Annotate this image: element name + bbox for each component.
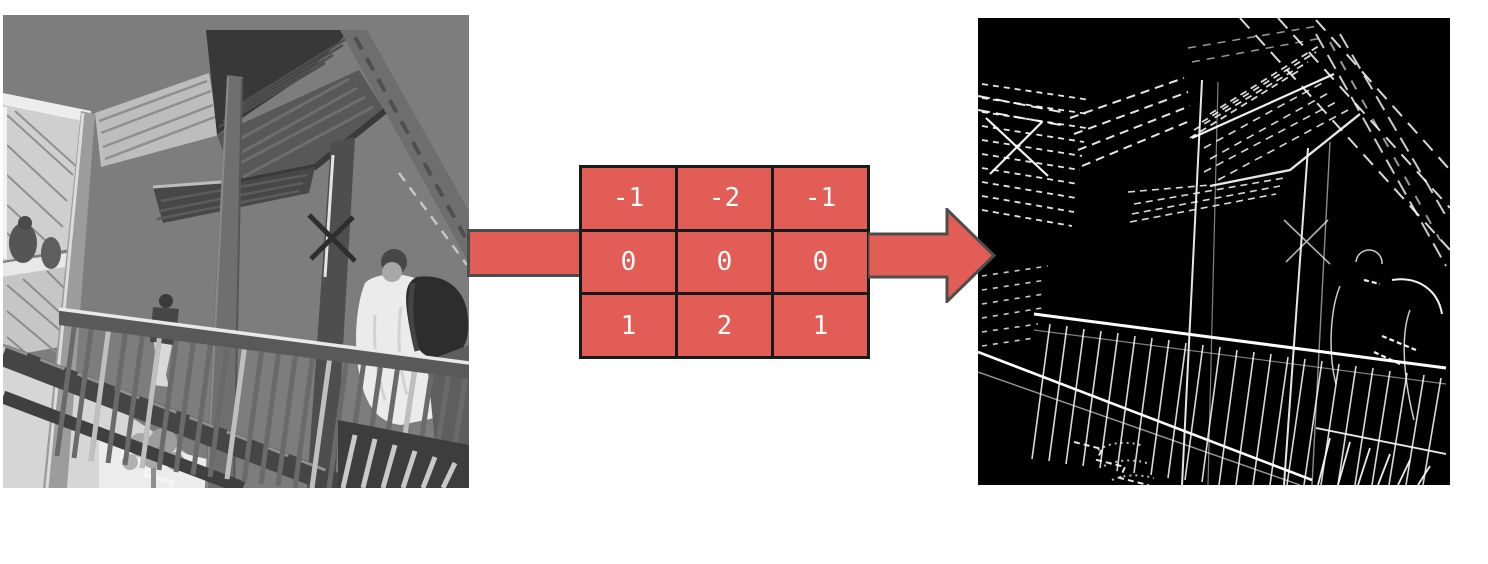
- input-arrow-icon: [467, 229, 582, 277]
- diagonal-beam: [340, 30, 469, 266]
- arrow-shape: [868, 208, 996, 303]
- kernel-cell: 0: [678, 231, 771, 293]
- railing: [54, 307, 469, 488]
- slat-band: [95, 73, 219, 167]
- kernel-grid: -1 -2 -1 0 0 0 1 2 1: [579, 165, 870, 359]
- kernel-cell: 0: [582, 231, 675, 293]
- right-post: [307, 137, 357, 488]
- output-arrow-icon: [868, 208, 996, 303]
- input-image: [3, 15, 469, 488]
- kernel-cell: -2: [678, 168, 771, 229]
- edge-lines: [978, 18, 1450, 485]
- output-image: [978, 18, 1450, 485]
- lower-stringer: [3, 390, 246, 488]
- kernel-cell: 2: [678, 295, 771, 356]
- kernel-cell: 0: [774, 231, 867, 293]
- left-post-highlight: [45, 112, 85, 488]
- kernel-cell: -1: [774, 168, 867, 229]
- kernel-cell: 1: [582, 295, 675, 356]
- bottom-right-railing: [338, 420, 469, 488]
- kernel-cell: -1: [582, 168, 675, 229]
- kernel-cell: 1: [774, 295, 867, 356]
